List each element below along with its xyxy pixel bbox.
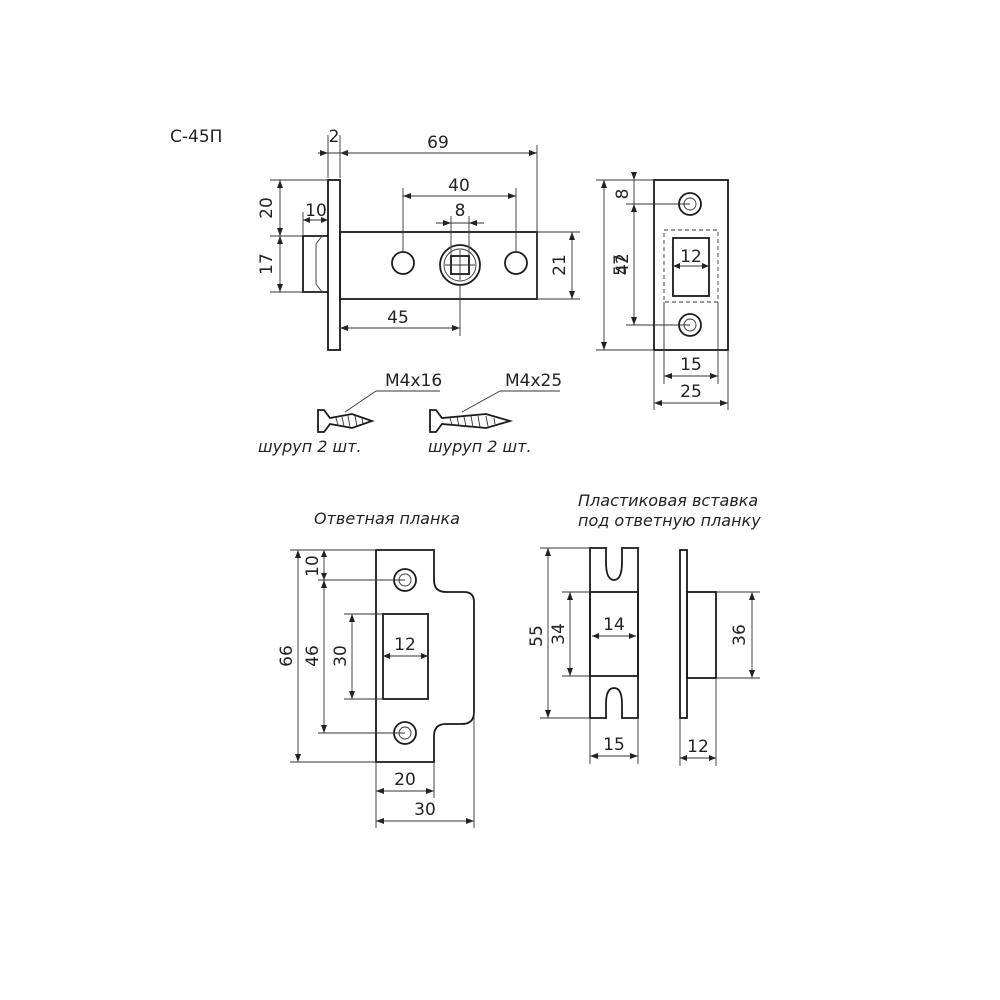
dim-faceplate-height: 57	[611, 254, 631, 276]
dim-insert-height: 55	[527, 625, 547, 647]
dim-strike-hole-offset: 10	[303, 555, 323, 577]
dim-strike-slot-height: 30	[331, 645, 351, 667]
latch-view	[302, 179, 538, 351]
latch-tongue-bevel	[315, 235, 323, 293]
screw-1-caption: шуруп 2 шт.	[258, 437, 362, 456]
latch-body	[339, 231, 538, 300]
screw-2: M4x25 шуруп 2 шт.	[428, 371, 562, 456]
dim-faceplate-hole-spacing: 42	[613, 253, 633, 275]
insert-side-flange	[679, 549, 688, 719]
dim-strike-hole-spacing: 46	[303, 645, 323, 667]
dim-strike-slot-width: 12	[394, 635, 416, 655]
screw-1-size: M4x16	[385, 371, 442, 391]
insert-dimensions: 55 34 14 15 36 12	[527, 547, 760, 766]
dim-overall-length: 69	[427, 133, 449, 153]
insert-title-line2: под ответную планку	[578, 511, 761, 530]
strike-title: Ответная планка	[314, 509, 460, 528]
model-label: С-45П	[170, 127, 222, 147]
dim-backset: 45	[387, 308, 409, 328]
screw-1: M4x16 шуруп 2 шт.	[258, 371, 442, 456]
dim-body-height: 21	[550, 254, 570, 276]
latch-dimensions: 2 69 40 8 10 20 17	[257, 127, 580, 336]
dim-faceplate-hole-offset: 8	[613, 189, 633, 200]
strike-slot	[382, 613, 429, 700]
dim-faceplate-slot-width: 12	[680, 247, 702, 267]
latch-spindle-ring	[443, 248, 477, 282]
dim-faceplate-width: 25	[680, 382, 702, 402]
dim-tongue-height: 17	[257, 253, 277, 275]
latch-hole-right	[504, 251, 528, 275]
dim-insert-width: 15	[603, 735, 625, 755]
insert-side-body	[686, 591, 717, 679]
dim-plate-thickness: 2	[329, 127, 340, 147]
dim-tongue-depth: 10	[305, 201, 327, 221]
screw-2-size: M4x25	[505, 371, 562, 391]
dim-insert-box-width: 14	[603, 615, 625, 635]
latch-hole-left	[391, 251, 415, 275]
dim-insert-side-height: 36	[730, 624, 750, 646]
insert-box	[589, 591, 639, 677]
dim-strike-overall-width: 30	[414, 800, 436, 820]
screw-2-caption: шуруп 2 шт.	[428, 437, 532, 456]
dim-strike-plate-width: 20	[394, 770, 416, 790]
faceplate-slot	[672, 237, 710, 297]
insert-title-line1: Пластиковая вставка	[578, 491, 758, 510]
faceplate-dimensions: 57 42 8 12 15 25	[596, 172, 729, 410]
dim-strike-height: 66	[277, 645, 297, 667]
dim-square-size: 8	[455, 201, 466, 221]
latch-faceplate	[327, 179, 341, 351]
dim-faceplate-slot-outer: 15	[680, 355, 702, 375]
dim-hole-spacing: 40	[448, 176, 470, 196]
latch-tongue	[302, 235, 328, 293]
strike-dimensions: 66 10 46 30 12 20 30	[277, 549, 475, 828]
dim-insert-side-depth: 12	[687, 737, 709, 757]
insert-side-view	[679, 549, 717, 719]
faceplate-outline	[653, 179, 729, 351]
dim-insert-box-height: 34	[549, 623, 569, 645]
dim-faceplate-offset: 20	[257, 197, 277, 219]
